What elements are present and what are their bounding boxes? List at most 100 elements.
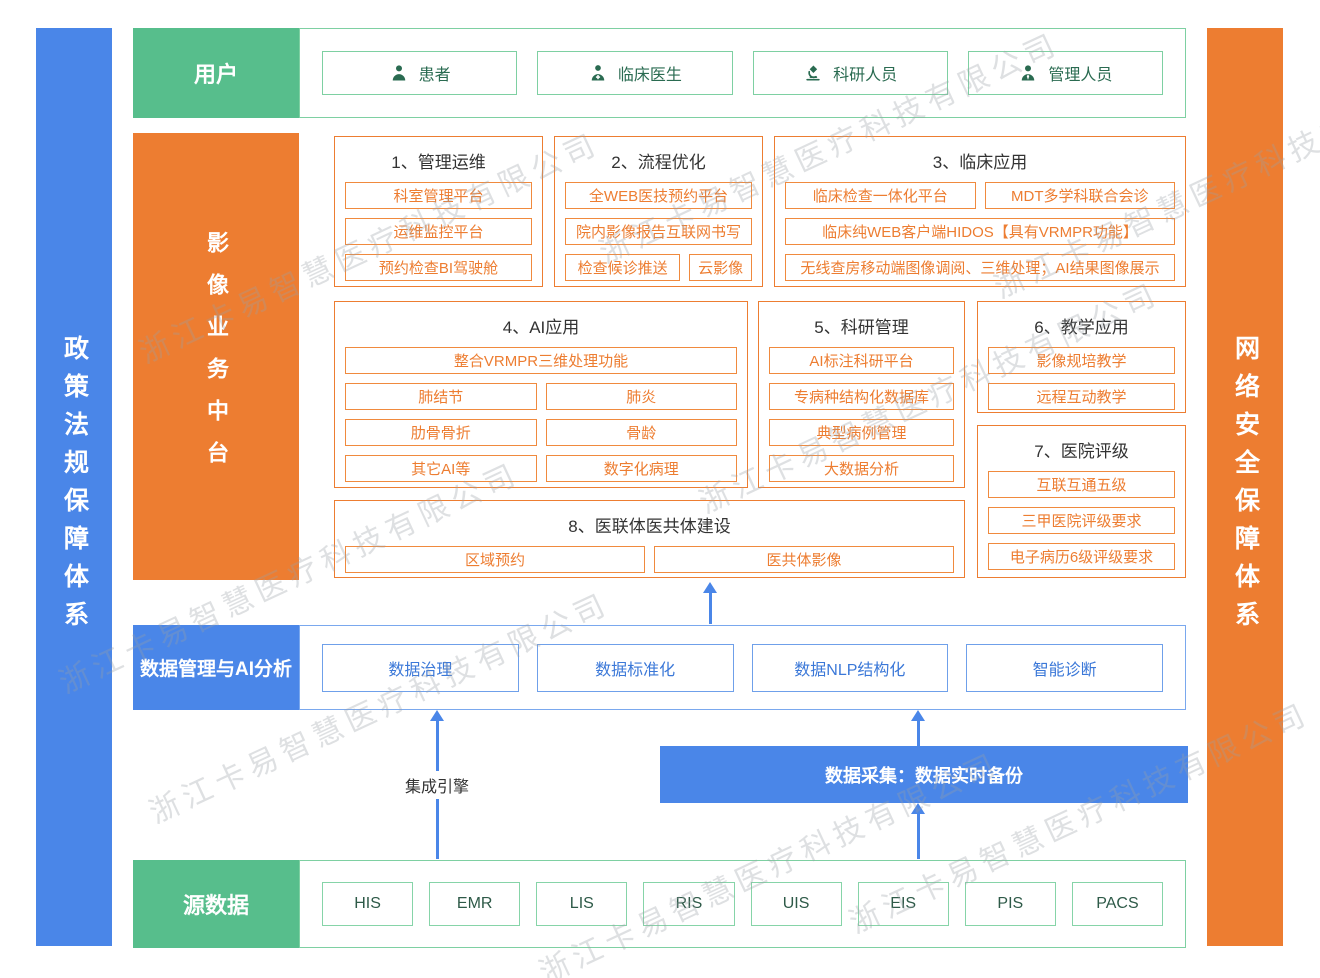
section-row: 无线查房移动端图像调阅、三维处理；AI结果图像展示 (785, 254, 1175, 281)
data-collection-box: 数据采集：数据实时备份 (660, 746, 1188, 803)
user-item: 科研人员 (752, 51, 948, 95)
section-row: 全WEB医技预约平台 (565, 182, 752, 209)
platform-item: 临床检查一体化平台 (785, 182, 976, 209)
data-management-box: 数据治理数据标准化数据NLP结构化智能诊断 (299, 625, 1186, 710)
platform-section-1: 1、管理运维科室管理平台运维监控平台预约检查BI驾驶舱 (334, 136, 543, 287)
section-title: 7、医院评级 (1034, 442, 1129, 461)
section-row: 专病种结构化数据库 (769, 383, 954, 410)
platform-section-2: 2、流程优化全WEB医技预约平台院内影像报告互联网书写检查候诊推送云影像 (554, 136, 763, 287)
source-system-item: PACS (1071, 882, 1163, 926)
source-system-item: PIS (964, 882, 1056, 926)
arrow-dm-to-platform-line (709, 592, 712, 624)
imaging-platform-label-text: 影像业务中台 (204, 230, 229, 483)
source-system-item: EMR (429, 882, 521, 926)
platform-item: AI标注科研平台 (769, 347, 954, 374)
data-management-item: 智能诊断 (966, 643, 1163, 692)
section-row: 院内影像报告互联网书写 (565, 218, 752, 245)
section-row: 三甲医院评级要求 (988, 507, 1175, 534)
section-row: 运维监控平台 (345, 218, 532, 245)
section-row: 整合VRMPR三维处理功能 (345, 347, 737, 374)
user-item: 管理人员 (967, 51, 1163, 95)
platform-section-6: 6、教学应用影像规培教学远程互动教学 (977, 301, 1186, 413)
section-row: 临床纯WEB客户端HIDOS【具有VRMPR功能】 (785, 218, 1175, 245)
section-title: 5、科研管理 (814, 318, 909, 337)
section-row: 预约检查BI驾驶舱 (345, 254, 532, 281)
doctor-icon (588, 63, 608, 83)
platform-item: 肺结节 (345, 383, 537, 410)
arrow-source-to-collection-head (911, 803, 925, 814)
section-row: 影像规培教学 (988, 347, 1175, 374)
network-security-bar: 网络安全保障体系 (1207, 28, 1283, 946)
platform-item: 临床纯WEB客户端HIDOS【具有VRMPR功能】 (785, 218, 1175, 245)
source-system-item: RIS (643, 882, 735, 926)
section-row: 互联互通五级 (988, 471, 1175, 498)
arrow-collection-to-dm-line (917, 720, 920, 746)
platform-item: MDT多学科联合会诊 (984, 182, 1175, 209)
imaging-platform-label: 影像业务中台 (133, 133, 299, 580)
section-row: 区域预约医共体影像 (345, 546, 954, 573)
section-row: 电子病历6级评级要求 (988, 543, 1175, 570)
platform-item: 互联互通五级 (988, 471, 1175, 498)
platform-item: 运维监控平台 (345, 218, 532, 245)
section-title: 4、AI应用 (502, 318, 580, 337)
platform-item: 院内影像报告互联网书写 (565, 218, 752, 245)
platform-item: 无线查房移动端图像调阅、三维处理；AI结果图像展示 (785, 254, 1175, 281)
platform-item: 预约检查BI驾驶舱 (345, 254, 532, 281)
section-rows: 区域预约医共体影像 (345, 546, 954, 573)
user-item-label: 管理人员 (1048, 67, 1113, 84)
platform-item: 典型病例管理 (769, 419, 954, 446)
data-management-item: 数据标准化 (536, 643, 734, 692)
manager-icon (1018, 63, 1038, 83)
data-management-item: 数据治理 (322, 643, 519, 692)
platform-item: 骨龄 (545, 419, 737, 446)
platform-section-3: 3、临床应用临床检查一体化平台 MDT多学科联合会诊临床纯WEB客户端HIDOS【… (774, 136, 1186, 287)
section-row: 肺结节肺炎 (345, 383, 737, 410)
source-system-item: LIS (536, 882, 628, 926)
platform-item: 肋骨骨折 (345, 419, 537, 446)
platform-item: 整合VRMPR三维处理功能 (345, 347, 737, 374)
platform-item: 大数据分析 (769, 455, 954, 482)
section-title: 3、临床应用 (932, 153, 1028, 172)
section-rows: 科室管理平台运维监控平台预约检查BI驾驶舱 (345, 182, 532, 281)
platform-item: 检查候诊推送 (565, 254, 681, 281)
arrow-collection-to-dm-head (911, 710, 925, 721)
platform-item: 科室管理平台 (345, 182, 532, 209)
user-item-label: 临床医生 (617, 67, 682, 84)
network-security-label: 网络安全保障体系 (1231, 335, 1260, 639)
section-title: 2、流程优化 (611, 153, 706, 172)
platform-section-5: 5、科研管理 AI标注科研平台专病种结构化数据库典型病例管理大数据分析 (758, 301, 965, 488)
integration-engine-label: 集成引擎 (399, 771, 475, 799)
data-management-label: 数据管理与AI分析 (133, 625, 299, 710)
section-row: AI标注科研平台 (769, 347, 954, 374)
section-title: 6、教学应用 (1034, 318, 1129, 337)
arrow-dm-to-platform-head (703, 582, 717, 593)
platform-item: 影像规培教学 (988, 347, 1175, 374)
platform-item: 云影像 (689, 254, 752, 281)
user-item-label: 科研人员 (833, 67, 898, 84)
section-title: 1、管理运维 (391, 153, 486, 172)
user-item: 临床医生 (537, 51, 733, 95)
source-system-item: EIS (857, 882, 949, 926)
platform-item: 其它AI等 (345, 455, 537, 482)
section-rows: 临床检查一体化平台 MDT多学科联合会诊临床纯WEB客户端HIDOS【具有VRMP… (785, 182, 1175, 281)
platform-section-4: 4、AI应用整合VRMPR三维处理功能肺结节肺炎肋骨骨折骨龄其它AI等数字化病理 (334, 301, 748, 488)
source-system-item: UIS (750, 882, 842, 926)
user-item-label: 患者 (418, 67, 451, 84)
source-data-box: HIS EMR LIS RIS UIS EIS PIS PACS (299, 860, 1186, 948)
section-title: 8、医联体医共体建设 (568, 517, 731, 536)
section-rows: 影像规培教学远程互动教学 (988, 347, 1175, 410)
section-row: 检查候诊推送云影像 (565, 254, 752, 281)
platform-item: 专病种结构化数据库 (769, 383, 954, 410)
source-system-item: HIS (322, 882, 414, 926)
section-row: 大数据分析 (769, 455, 954, 482)
section-row: 临床检查一体化平台 MDT多学科联合会诊 (785, 182, 1175, 209)
section-row: 远程互动教学 (988, 383, 1175, 410)
section-row: 典型病例管理 (769, 419, 954, 446)
platform-section-8: 8、医联体医共体建设区域预约医共体影像 (334, 500, 965, 578)
users-label: 用户 (133, 28, 299, 118)
policy-regulation-bar: 政策法规保障体系 (36, 28, 112, 946)
section-rows: AI标注科研平台专病种结构化数据库典型病例管理大数据分析 (769, 347, 954, 482)
source-data-label: 源数据 (133, 860, 299, 948)
section-rows: 整合VRMPR三维处理功能肺结节肺炎肋骨骨折骨龄其它AI等数字化病理 (345, 347, 737, 482)
platform-item: 三甲医院评级要求 (988, 507, 1175, 534)
